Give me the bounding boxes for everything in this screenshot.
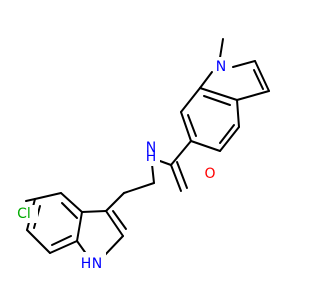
- upper-indole-bonds: [159, 38, 270, 192]
- indole-nitrogen-label: N: [92, 256, 102, 272]
- bond-c3-c3a: [81, 210, 107, 213]
- bond-c4-c3a: [236, 99, 240, 128]
- bond-c6-c5: [190, 140, 221, 152]
- bond-c6-c7: [26, 229, 51, 254]
- bond-c7-c6: [180, 111, 192, 142]
- bond-n-c7a: [199, 71, 213, 89]
- bond-c6-carbonyl: [170, 140, 192, 166]
- bond-c7-c6-inner: [187, 114, 197, 137]
- bond-c2-c3-inner: [253, 69, 264, 90]
- bond-ch2-c3: [105, 192, 125, 212]
- bond-ch2-b: [123, 182, 155, 194]
- bond-c3-c2-inner: [112, 210, 127, 230]
- bond-c3a-c4-inner: [61, 202, 78, 219]
- lower-indole-bonds: [25, 192, 127, 257]
- bond-c4-c5: [34, 192, 62, 200]
- bond-c3a-c7a-inner: [203, 95, 231, 106]
- bond-carbonyl-o-2: [176, 161, 188, 189]
- bond-c7-c7a-inner: [51, 235, 72, 246]
- bond-c2-n1: [103, 235, 124, 257]
- indole-hydrogen-label: H: [81, 256, 92, 272]
- bond-c3-c2: [105, 210, 124, 237]
- bond-c3a-c7a: [199, 87, 238, 101]
- bond-c3-c3a: [236, 90, 270, 101]
- bond-c3a-c7a: [76, 211, 83, 242]
- bond-c3a-c4: [60, 192, 83, 213]
- bond-c2-c3: [254, 60, 270, 92]
- bond-n-c2: [232, 60, 256, 68]
- bond-c5-c4-inner: [219, 124, 235, 144]
- bond-c7a-c7: [180, 87, 201, 113]
- bond-carbonyl-n: [159, 160, 172, 166]
- molecule-structure: N N H O Cl H N: [14, 38, 270, 272]
- chlorine-label: Cl: [17, 206, 31, 222]
- bond-carbonyl-o-1: [170, 164, 182, 192]
- methyl-nitrogen-label: N: [216, 59, 226, 75]
- amide-nitrogen-label: N: [146, 140, 156, 156]
- bond-c5-cl: [25, 198, 36, 202]
- carbonyl-oxygen-label: O: [204, 166, 215, 182]
- bond-c7-c7a: [49, 240, 78, 254]
- amide-hydrogen-label: H: [146, 149, 157, 165]
- atom-labels: N N H O Cl H N: [14, 57, 229, 272]
- bond-c5-c4: [219, 126, 240, 152]
